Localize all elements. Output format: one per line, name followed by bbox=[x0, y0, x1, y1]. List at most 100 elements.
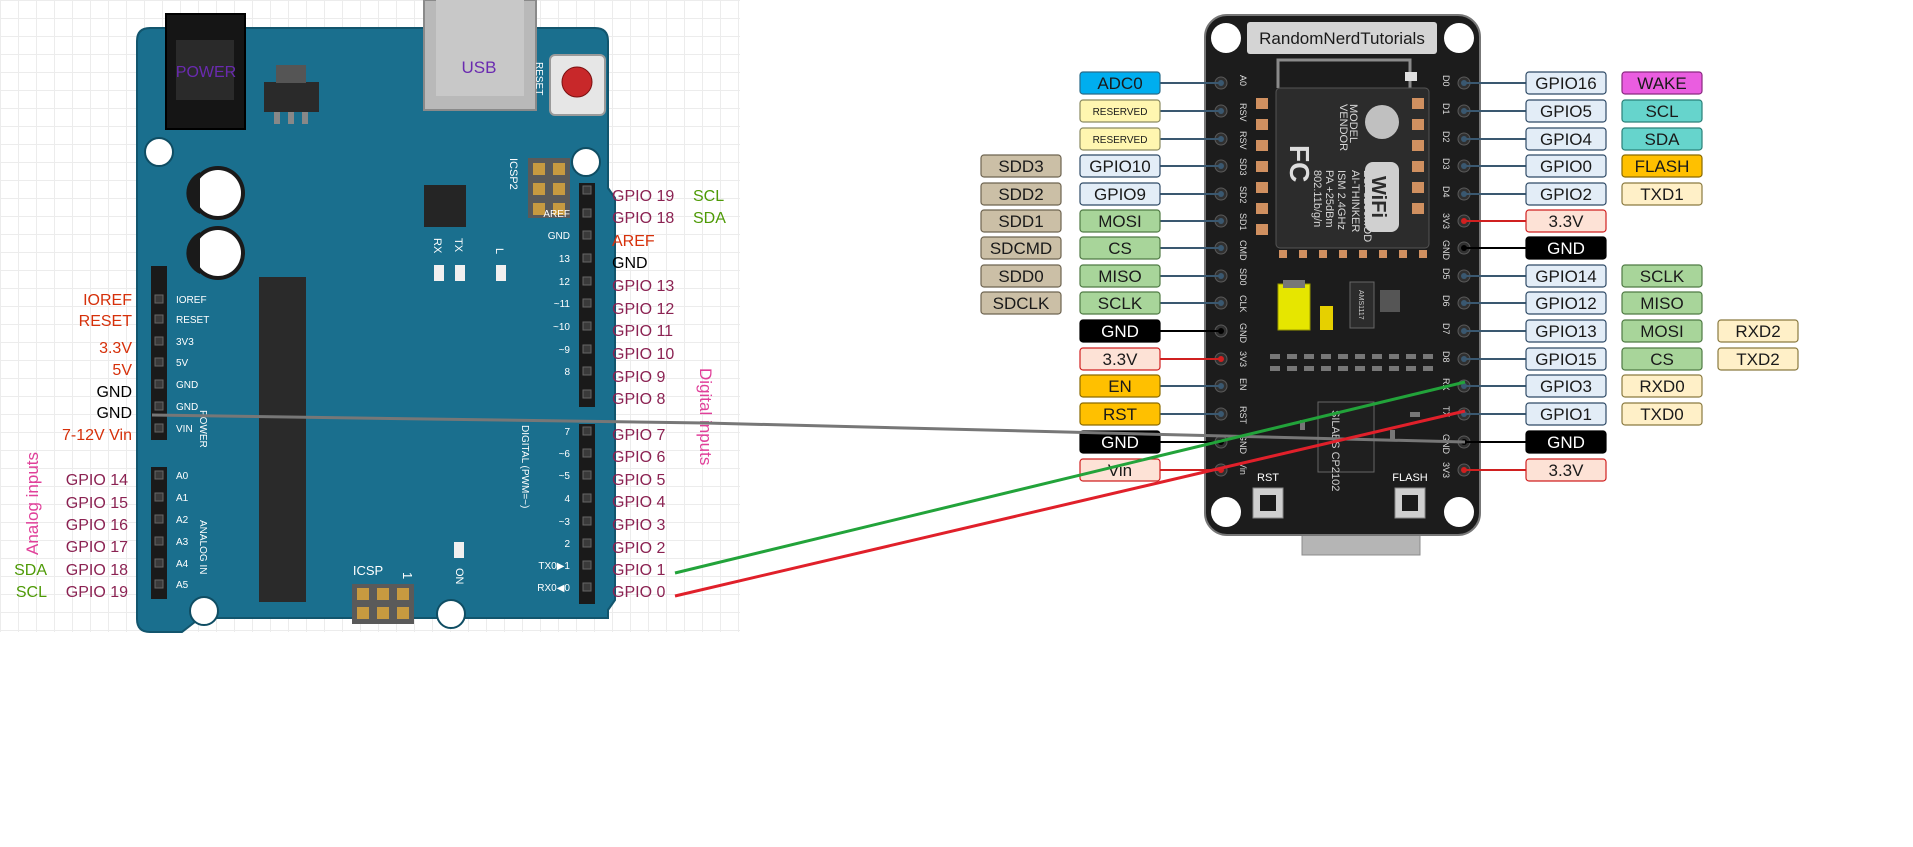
wifi-label: WiFi bbox=[1367, 176, 1389, 218]
esp-left-label: GPIO9 bbox=[1094, 185, 1146, 204]
arduino-digital-pin-silk: 8 bbox=[564, 367, 570, 378]
mounting-hole bbox=[571, 147, 601, 177]
analog-header bbox=[151, 467, 167, 599]
esp-right-label: GPIO15 bbox=[1535, 350, 1596, 369]
esp-left-label-badge bbox=[980, 154, 1062, 178]
analog-gpio-label: GPIO 15 bbox=[66, 495, 128, 512]
arduino-power-pin-silk: 5V bbox=[176, 358, 189, 369]
esp-left-silk: GND bbox=[1238, 323, 1248, 344]
led-l-label: L bbox=[493, 248, 505, 254]
digital-pin-label: GPIO 10 bbox=[612, 346, 674, 363]
esp-right-label: RXD0 bbox=[1639, 377, 1684, 396]
esp-mounting-hole bbox=[1444, 497, 1474, 527]
esp-left-label: RESERVED bbox=[1093, 107, 1148, 118]
digital-pin-label: GPIO 1 bbox=[612, 562, 665, 579]
power-jack-label: POWER bbox=[176, 64, 236, 81]
power-pin-label: 3.3V bbox=[99, 340, 132, 357]
esp-left-label-badge bbox=[980, 264, 1062, 288]
esp-right-label-badge bbox=[1525, 264, 1607, 288]
power-pin-label: RESET bbox=[79, 313, 133, 330]
power-pin-label: IOREF bbox=[83, 292, 132, 309]
arduino-digital-pin-silk: 12 bbox=[559, 277, 571, 288]
esp-left-silk: RSV bbox=[1238, 131, 1248, 150]
esp-right-label-badge bbox=[1621, 402, 1703, 426]
esp-right-label: GND bbox=[1547, 239, 1585, 258]
esp-right-silk: RX bbox=[1441, 378, 1451, 391]
esp-led bbox=[1320, 306, 1333, 330]
cp2102-label: SILABS CP2102 bbox=[1329, 410, 1341, 491]
arduino-digital-pin-silk: AREF bbox=[543, 209, 570, 220]
esp-right-silk: D5 bbox=[1441, 268, 1451, 280]
analog-gpio-label: GPIO 16 bbox=[66, 517, 128, 534]
esp-regulator bbox=[1349, 281, 1375, 329]
usb-chip bbox=[424, 185, 466, 227]
digital-pin-label: GPIO 3 bbox=[612, 517, 665, 534]
led-on bbox=[454, 542, 464, 558]
esp-left-label-badge bbox=[1079, 236, 1161, 260]
esp-left-silk: CMD bbox=[1238, 240, 1248, 261]
wire-rx-red bbox=[674, 409, 1466, 598]
esp-left-label-badge bbox=[1079, 374, 1161, 398]
esp-left-silk: EN bbox=[1238, 378, 1248, 391]
arduino-power-pin-silk: IOREF bbox=[176, 295, 207, 306]
fcc-logo: FC bbox=[1284, 145, 1315, 182]
arduino-analog-pin-silk: A2 bbox=[176, 515, 189, 526]
digital-pin-label: GPIO 12 bbox=[612, 301, 674, 318]
arduino-digital-pin-silk: 2 bbox=[564, 539, 570, 550]
esp-left-label-badge bbox=[980, 236, 1062, 260]
arduino-analog-pin-silk: A3 bbox=[176, 537, 189, 548]
digital-pin-label: GPIO 6 bbox=[612, 449, 665, 466]
digital-pin-label: GPIO 19 bbox=[612, 188, 674, 205]
esp-regulator-label: AMS1117 bbox=[1357, 290, 1364, 320]
esp-left-label: SDD1 bbox=[998, 212, 1043, 231]
esp-left-label: SDCMD bbox=[990, 239, 1052, 258]
esp-right-label-badge bbox=[1525, 458, 1607, 482]
esp-right-label: GPIO2 bbox=[1540, 185, 1592, 204]
arduino-analog-pin-silk: A4 bbox=[176, 559, 189, 570]
usb-label: USB bbox=[462, 58, 497, 77]
arduino-digital-pin-silk: ~10 bbox=[553, 322, 570, 333]
esp-right-label: GPIO13 bbox=[1535, 322, 1596, 341]
arduino-analog-pin-silk: A0 bbox=[176, 471, 189, 482]
esp-left-label: MISO bbox=[1098, 267, 1141, 286]
esp-right-silk: D4 bbox=[1441, 186, 1451, 198]
analog-gpio-label: GPIO 18 bbox=[66, 562, 128, 579]
esp-left-label: CS bbox=[1108, 239, 1132, 258]
arduino-analog-pin-silk: A1 bbox=[176, 493, 189, 504]
esp-right-silk: TX bbox=[1441, 406, 1451, 418]
analog-section-label: ANALOG IN bbox=[197, 520, 208, 574]
esp-right-silk: GND bbox=[1441, 240, 1451, 261]
brand-label: RandomNerdTutorials bbox=[1259, 29, 1425, 48]
digital-pin-label: GPIO 0 bbox=[612, 584, 665, 601]
esp-left-silk: RST bbox=[1238, 406, 1248, 425]
mounting-hole bbox=[189, 596, 219, 626]
led-on-label: ON bbox=[453, 568, 465, 585]
esp-right-label: GPIO14 bbox=[1535, 267, 1596, 286]
reset-label: RESET bbox=[533, 62, 544, 95]
digital-pin-label: GPIO 2 bbox=[612, 540, 665, 557]
arduino-power-pin-silk: GND bbox=[176, 402, 198, 413]
led-l bbox=[496, 265, 506, 281]
esp-right-label-badge bbox=[1525, 319, 1607, 343]
esp-left-label-badge bbox=[1079, 154, 1161, 178]
esp-right-label: MOSI bbox=[1640, 322, 1683, 341]
esp-right-label: CS bbox=[1650, 350, 1674, 369]
esp-right-label-badge bbox=[1621, 71, 1703, 95]
esp-left-label-badge bbox=[980, 291, 1062, 315]
esp-right-label: MISO bbox=[1640, 294, 1683, 313]
esp-left-silk: SD3 bbox=[1238, 158, 1248, 176]
esp8266-nodemcu-board: RandomNerdTutorials MODELVENDORESP8266MO… bbox=[1204, 14, 1481, 556]
module-line: PA +25dBm bbox=[1323, 170, 1335, 228]
esp-right-silk: 3V3 bbox=[1441, 462, 1451, 478]
arduino-power-pin-silk: GND bbox=[176, 380, 198, 391]
esp-mounting-hole bbox=[1211, 23, 1241, 53]
esp-right-label: GPIO12 bbox=[1535, 294, 1596, 313]
esp-right-label: GND bbox=[1547, 433, 1585, 452]
esp-right-silk: D7 bbox=[1441, 323, 1451, 335]
module-line: AI-THINKER bbox=[1349, 170, 1361, 232]
arduino-digital-pin-silk: ~11 bbox=[554, 299, 571, 310]
icsp2-header bbox=[528, 158, 570, 218]
esp-smd-components bbox=[1270, 354, 1433, 440]
esp-right-label: SDA bbox=[1645, 130, 1681, 149]
